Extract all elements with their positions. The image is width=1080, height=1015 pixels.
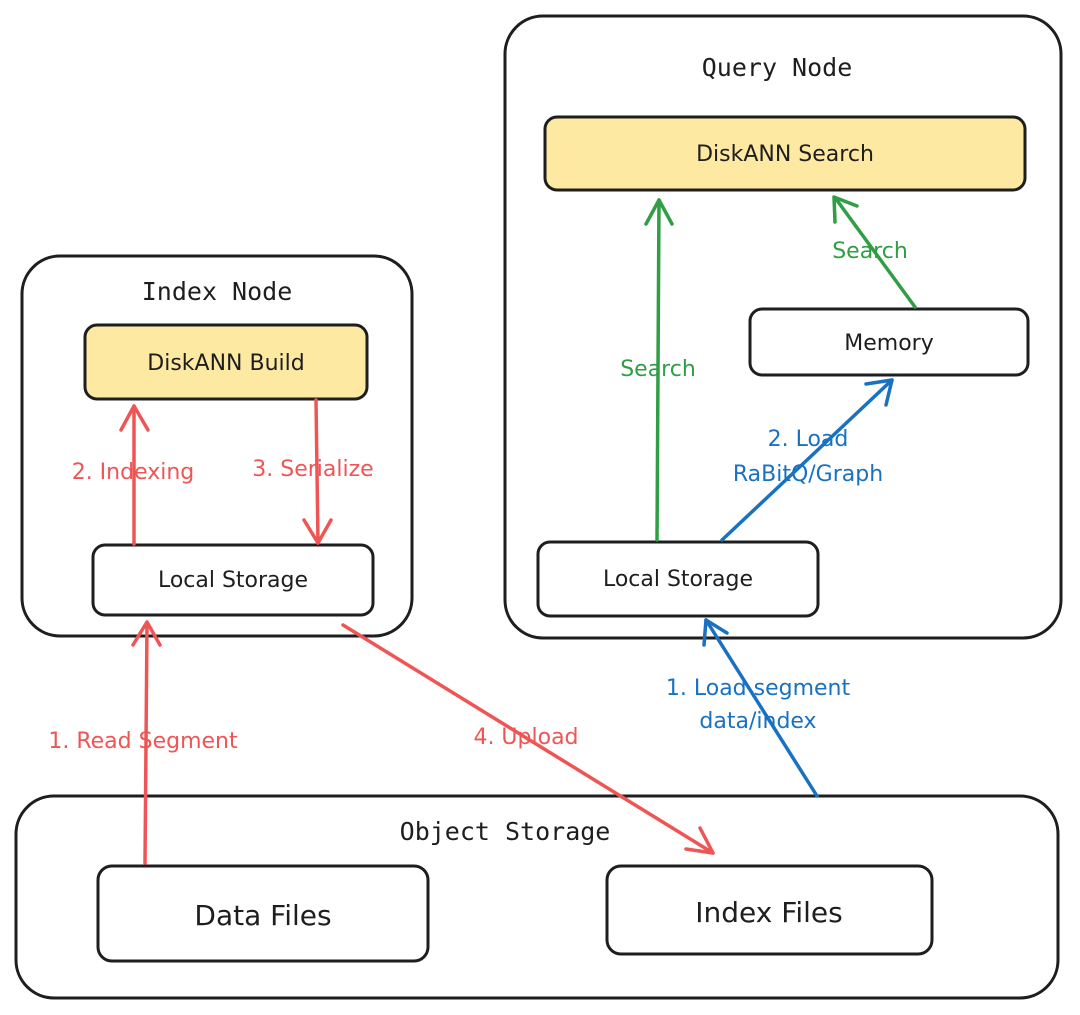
search-direct-line (655, 198, 661, 542)
upload-arrowhead (684, 826, 715, 855)
load-rabitq-arrowhead (864, 378, 894, 407)
index-files-box (605, 864, 934, 956)
index-node-title: Index Node (142, 277, 293, 306)
diskann-build-label: DiskANN Build (147, 351, 304, 376)
load-rabitq-label-line1: 2. Load (768, 427, 849, 452)
load-segment-label-line1: 1. Load segment (666, 676, 851, 701)
index-node: Index Node DiskANN Build Local Storage (20, 254, 414, 638)
load-rabitq-label-line2: RaBitQ/Graph (733, 462, 883, 487)
query-local-storage-label: Local Storage (603, 567, 753, 592)
load-segment-line (704, 618, 819, 798)
search-memory-label: Search (832, 239, 908, 264)
serialize-line (314, 398, 320, 545)
data-files-box (96, 864, 430, 963)
read-segment-line (143, 623, 149, 865)
query-node-title: Query Node (702, 53, 853, 82)
search-memory-line (834, 197, 917, 309)
indexing-arrowhead (119, 404, 150, 432)
upload-arrow (341, 623, 715, 855)
diskann-build-box (83, 323, 369, 401)
read-segment-arrow (131, 620, 162, 865)
serialize-arrow (302, 398, 333, 545)
read-segment-arrowhead (131, 620, 162, 647)
search-memory-arrow (832, 195, 917, 309)
load-segment-arrowhead (702, 618, 729, 647)
query-node: Query Node DiskANN Search Memory Local S… (503, 14, 1063, 640)
search-direct-arrowhead (644, 198, 674, 226)
index-local-storage-box (91, 543, 375, 617)
load-segment-label-line2: data/index (699, 709, 816, 734)
index-local-storage-label: Local Storage (158, 568, 308, 593)
serialize-label: 3. Serialize (252, 457, 373, 482)
read-segment-label: 1. Read Segment (48, 729, 238, 754)
upload-line (341, 623, 715, 855)
search-direct-label: Search (620, 357, 696, 382)
object-storage: Object Storage Data Files Index Files (14, 794, 1060, 1000)
diskann-search-box (543, 115, 1027, 192)
object-storage-title: Object Storage (400, 817, 611, 846)
query-local-storage-box (536, 540, 820, 618)
indexing-label: 2. Indexing (72, 460, 195, 485)
load-rabitq-line (720, 378, 894, 542)
search-direct-arrow (644, 198, 674, 542)
serialize-arrowhead (302, 518, 333, 545)
diskann-search-label: DiskANN Search (696, 142, 874, 167)
search-memory-arrowhead (832, 195, 859, 224)
load-segment-arrow (702, 618, 819, 798)
data-files-label: Data Files (194, 899, 331, 932)
memory-label: Memory (844, 331, 933, 356)
indexing-arrow (119, 404, 150, 546)
index-files-label: Index Files (695, 896, 842, 929)
memory-box (748, 307, 1030, 377)
upload-label: 4. Upload (473, 725, 578, 750)
load-rabitq-arrow (720, 378, 894, 542)
